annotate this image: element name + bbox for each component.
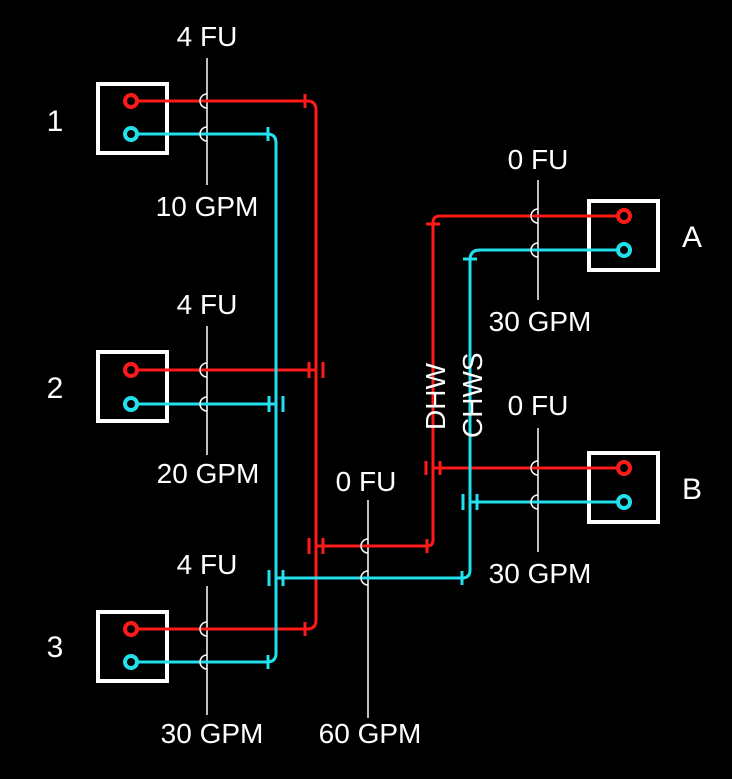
unit-a-fu-label: 0 FU xyxy=(508,144,569,175)
chws-riser-label: CHWS xyxy=(457,352,488,438)
unit-1-label: 1 xyxy=(47,105,64,138)
cold-connection-icon xyxy=(616,242,632,258)
unit-b-label: B xyxy=(682,473,702,506)
hot-connection-icon xyxy=(123,362,139,378)
dhw-riser-label: DHW xyxy=(420,363,451,430)
unit-2-box xyxy=(96,350,169,423)
unit-2-label: 2 xyxy=(47,372,64,405)
unit-3-fu-label: 4 FU xyxy=(177,549,238,580)
unit-a-box xyxy=(587,199,660,272)
unit-b-fu-label: 0 FU xyxy=(508,390,569,421)
unit-a-label: A xyxy=(682,221,702,254)
unit-1-fu-label: 4 FU xyxy=(177,21,238,52)
unit-3-gpm-label: 30 GPM xyxy=(161,718,264,749)
unit-1-gpm-label: 10 GPM xyxy=(156,191,259,222)
hot-connection-icon xyxy=(616,208,632,224)
hot-connection-icon xyxy=(616,460,632,476)
unit-1-box xyxy=(96,82,169,155)
unit-b-box xyxy=(587,451,660,524)
trunk-gpm-label: 60 GPM xyxy=(319,718,422,749)
hot-connection-icon xyxy=(123,621,139,637)
cold-connection-icon xyxy=(616,494,632,510)
unit-2-gpm-label: 20 GPM xyxy=(157,458,260,489)
hot-connection-icon xyxy=(123,93,139,109)
unit-a-gpm-label: 30 GPM xyxy=(489,306,592,337)
cold-connection-icon xyxy=(123,396,139,412)
unit-3-box xyxy=(96,610,169,683)
unit-2-fu-label: 4 FU xyxy=(177,289,238,320)
trunk-fu-label: 0 FU xyxy=(336,466,397,497)
unit-b-gpm-label: 30 GPM xyxy=(489,558,592,589)
cold-connection-icon xyxy=(123,654,139,670)
cold-connection-icon xyxy=(123,126,139,142)
unit-3-label: 3 xyxy=(47,631,64,664)
